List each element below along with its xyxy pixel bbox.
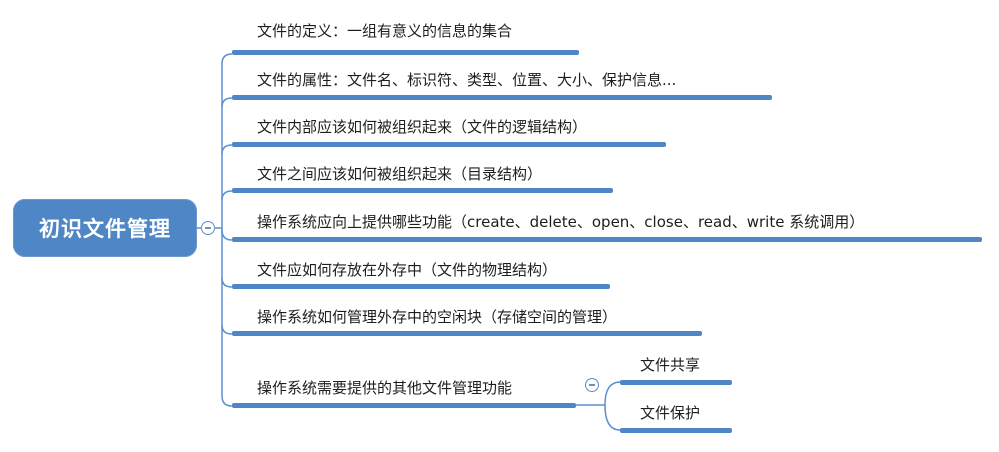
branch-underline <box>232 284 610 289</box>
collapse-subbranch-button[interactable] <box>585 378 599 392</box>
subtopic-underline <box>620 428 732 433</box>
branch-underline <box>232 142 666 147</box>
central-topic-label: 初识文件管理 <box>39 217 171 241</box>
branch-label: 操作系统如何管理外存中的空闲块（存储空间的管理） <box>257 308 618 326</box>
branch-label: 文件的属性：文件名、标识符、类型、位置、大小、保护信息... <box>257 71 677 89</box>
branch-label: 文件应如何存放在外存中（文件的物理结构） <box>257 261 558 279</box>
branch-label: 文件的定义：一组有意义的信息的集合 <box>257 22 513 40</box>
branch-label: 文件之间应该如何被组织起来（目录结构） <box>257 165 543 183</box>
branch-underline <box>232 188 613 193</box>
branch-label: 文件内部应该如何被组织起来（文件的逻辑结构） <box>257 118 588 136</box>
central-topic[interactable]: 初识文件管理 <box>13 199 197 257</box>
branch-underline <box>232 50 579 55</box>
subtopic-label: 文件共享 <box>640 356 701 374</box>
branch-label: 操作系统需要提供的其他文件管理功能 <box>257 379 513 397</box>
branch-topic-logical-structure[interactable]: 文件内部应该如何被组织起来（文件的逻辑结构） <box>257 118 587 136</box>
branch-underline <box>232 403 576 408</box>
branch-underline <box>232 95 772 100</box>
branch-topic-attributes[interactable]: 文件的属性：文件名、标识符、类型、位置、大小、保护信息... <box>257 71 676 89</box>
branch-topic-free-space[interactable]: 操作系统如何管理外存中的空闲块（存储空间的管理） <box>257 308 617 326</box>
subtopic-underline <box>620 380 732 385</box>
branch-topic-directory-structure[interactable]: 文件之间应该如何被组织起来（目录结构） <box>257 165 542 183</box>
branch-underline <box>232 237 982 242</box>
subtopic-label: 文件保护 <box>640 404 701 422</box>
collapse-root-button[interactable] <box>201 221 215 235</box>
subtopic-file-protection[interactable]: 文件保护 <box>640 404 700 422</box>
branch-topic-system-calls[interactable]: 操作系统应向上提供哪些功能（create、delete、open、close、r… <box>257 213 864 231</box>
branch-topic-physical-structure[interactable]: 文件应如何存放在外存中（文件的物理结构） <box>257 261 557 279</box>
branch-underline <box>232 331 702 336</box>
branch-topic-other-functions[interactable]: 操作系统需要提供的其他文件管理功能 <box>257 379 512 397</box>
branch-topic-definition[interactable]: 文件的定义：一组有意义的信息的集合 <box>257 22 512 40</box>
branch-label: 操作系统应向上提供哪些功能（create、delete、open、close、r… <box>257 213 865 231</box>
subtopic-file-sharing[interactable]: 文件共享 <box>640 356 700 374</box>
